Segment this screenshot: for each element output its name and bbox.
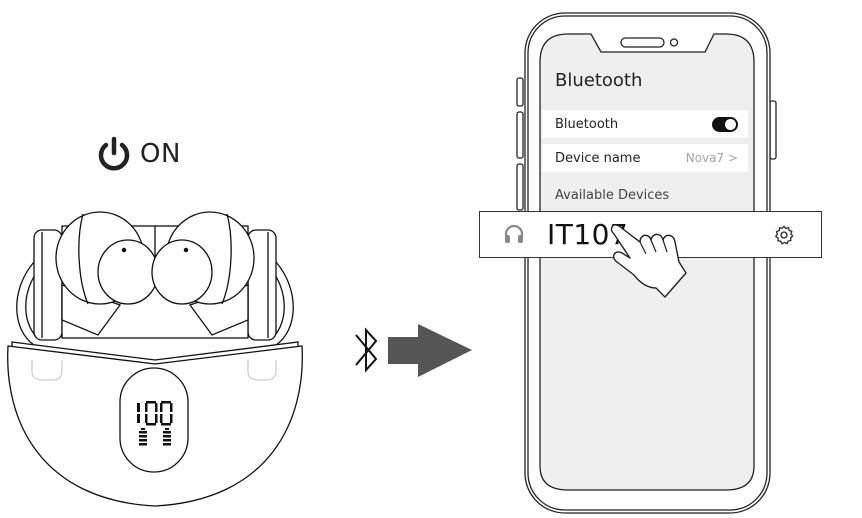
earbuds-case-illustration xyxy=(7,211,303,507)
battery-display xyxy=(137,401,173,446)
device-name-row[interactable]: Device name Nova7 > xyxy=(542,144,748,172)
connection-arrow-group xyxy=(355,324,472,377)
bluetooth-toggle[interactable] xyxy=(712,116,738,132)
headphones-icon xyxy=(504,224,524,243)
bluetooth-setting-label: Bluetooth xyxy=(555,116,619,132)
bluetooth-icon xyxy=(355,327,378,373)
power-label: ON xyxy=(140,139,181,169)
screen-title: Bluetooth xyxy=(555,70,643,91)
arrow-right-icon xyxy=(388,324,472,377)
bluetooth-setting-row[interactable]: Bluetooth xyxy=(542,110,748,138)
device-name-value: Nova7 > xyxy=(685,151,738,165)
gear-icon[interactable] xyxy=(773,224,795,246)
power-on-indicator: ON xyxy=(96,136,181,172)
available-devices-heading: Available Devices xyxy=(555,188,670,203)
power-icon xyxy=(98,136,130,171)
device-name-label: Device name xyxy=(555,150,641,166)
hand-pointer-icon xyxy=(610,224,687,298)
